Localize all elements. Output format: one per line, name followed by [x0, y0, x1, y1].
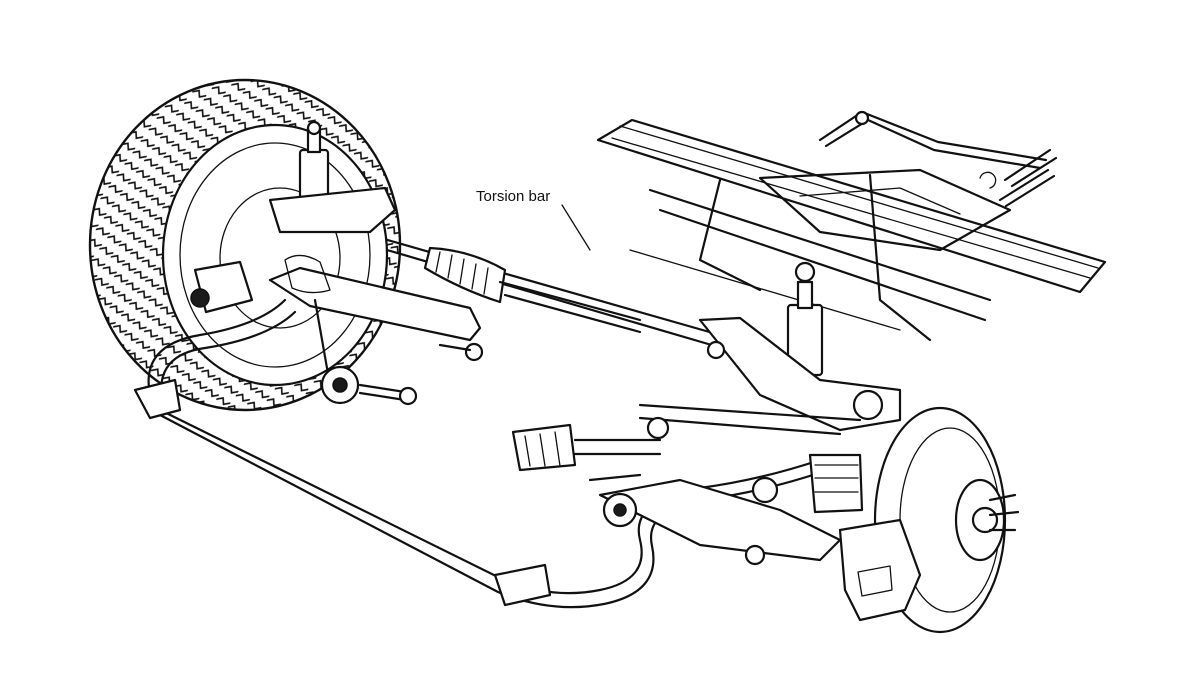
- right-lower-arm: [511, 416, 864, 566]
- torsion-bar: [368, 233, 722, 348]
- left-tyre: [88, 78, 402, 412]
- torsion-bar-leader-line: [561, 204, 591, 251]
- torsion-bar-callout: Torsion bar: [476, 188, 591, 251]
- anti-roll-bar: [133, 298, 824, 609]
- right-strut-assembly: [638, 261, 902, 436]
- chassis-frame: [596, 118, 1107, 342]
- steering-linkage: [818, 110, 1058, 208]
- left-strut-assembly: [190, 120, 484, 406]
- torsion-bar-label: Torsion bar: [476, 188, 550, 205]
- right-brake-disc: [838, 406, 1020, 634]
